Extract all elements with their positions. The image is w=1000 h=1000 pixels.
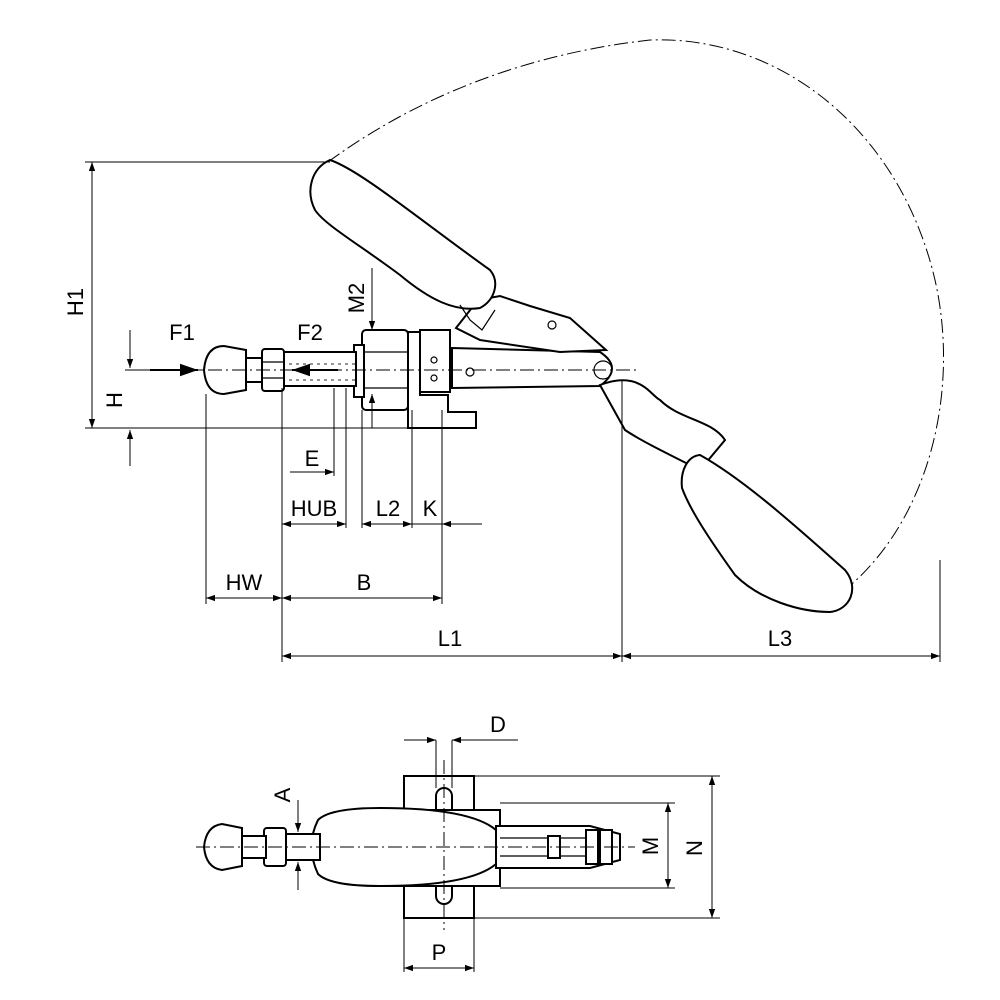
- label-HW: HW: [226, 570, 263, 595]
- label-A: A: [270, 787, 295, 802]
- label-B: B: [357, 570, 372, 595]
- label-F1: F1: [169, 320, 195, 345]
- handle-swing-arc: [327, 39, 944, 591]
- side-view: H1 H M2 F1 F2 E HUB L2 K HW B L1 L3: [63, 39, 944, 662]
- label-D: D: [490, 712, 506, 737]
- label-E: E: [305, 446, 320, 471]
- handle-down-arm: [598, 379, 727, 472]
- label-M2: M2: [344, 283, 369, 314]
- pivot-hole: [430, 374, 438, 382]
- label-H1: H1: [63, 288, 88, 316]
- handle-up: [309, 158, 497, 310]
- label-L3: L3: [768, 626, 792, 651]
- top-view: D A M N P: [196, 712, 720, 972]
- label-K: K: [423, 496, 438, 521]
- label-HUB: HUB: [291, 496, 337, 521]
- label-N: N: [682, 840, 707, 856]
- label-H: H: [102, 392, 127, 408]
- pressure-pad: [202, 344, 247, 396]
- mount-bracket: [419, 329, 451, 393]
- label-F2: F2: [297, 320, 323, 345]
- label-L1: L1: [438, 626, 462, 651]
- label-P: P: [432, 940, 447, 965]
- pivot-hole: [430, 356, 438, 364]
- label-L2: L2: [376, 496, 400, 521]
- linkage-bar: [451, 346, 613, 390]
- handle-down-grip: [680, 453, 854, 614]
- label-M: M: [638, 837, 663, 855]
- lever-pivot: [547, 320, 557, 330]
